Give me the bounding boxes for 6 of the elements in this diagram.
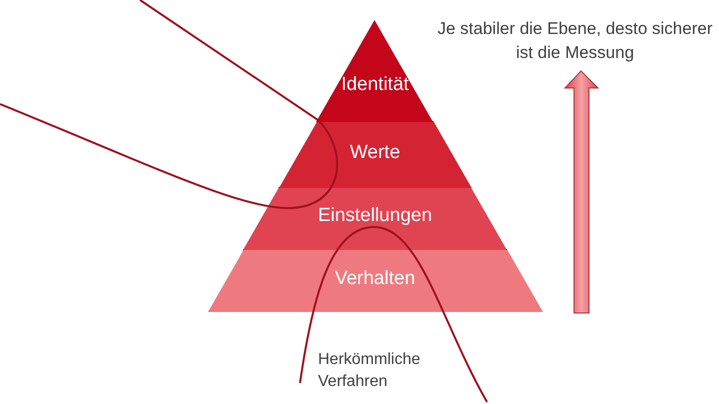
layer-label: Werte [348,142,402,164]
layer-label: Identität [340,74,410,96]
note-text: Je stabiler die Ebene, desto sicherer ist die Messung [436,18,714,64]
layer-label: Einstellungen [316,205,434,227]
note-text: Herkömmliche Verfahren [318,350,422,392]
layer-label: Verhalten [334,268,416,290]
